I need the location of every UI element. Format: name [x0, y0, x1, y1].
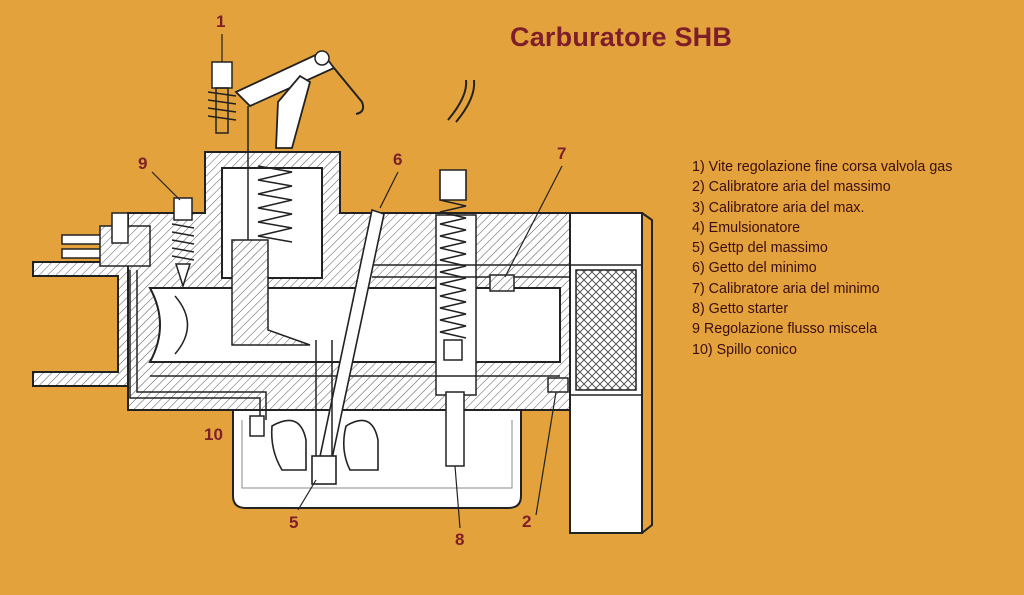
starter-jet [439, 79, 476, 467]
legend: 1) Vite regolazione fine corsa valvola g… [692, 157, 952, 360]
callout-5: 5 [289, 513, 299, 532]
slide-spring [257, 165, 293, 243]
legend-item-2: 2) Calibratore aria del massimo [692, 179, 891, 196]
legend-item-10: 10) Spillo conico [692, 341, 797, 358]
callout-10: 10 [204, 425, 223, 444]
callout-6: 6 [393, 150, 403, 169]
legend-item-7: 7) Calibratore aria del minimo [692, 280, 880, 297]
legend-item-3: 3) Calibratore aria del max. [692, 199, 865, 216]
callout-9: 9 [138, 154, 148, 173]
idle-air-corrector [489, 274, 515, 292]
throttle-stop-screw [207, 61, 237, 134]
legend-item-1: 1) Vite regolazione fine corsa valvola g… [692, 159, 953, 175]
fuel-inlet [61, 212, 267, 420]
callout-1: 1 [216, 12, 226, 31]
callout-2: 2 [522, 512, 532, 531]
floats [249, 415, 379, 471]
legend-item-5: 5) Gettp del massimo [692, 240, 828, 257]
callout-8: 8 [455, 530, 465, 549]
throttle-linkage [234, 50, 365, 240]
leader-lines [151, 34, 563, 529]
mixture-screw [171, 197, 195, 289]
main-jet [311, 340, 337, 485]
air-filter [569, 212, 653, 534]
legend-item-8: 8) Getto starter [692, 301, 789, 318]
legend-item-4: 4) Emulsionatore [692, 219, 801, 236]
diagram-title: Carburatore SHB [510, 22, 733, 52]
legend-item-9: 9 Regolazione flusso miscela [692, 321, 878, 338]
callout-7: 7 [557, 144, 567, 163]
main-air-corrector [547, 377, 569, 393]
legend-item-6: 6) Getto del minimo [692, 260, 817, 277]
